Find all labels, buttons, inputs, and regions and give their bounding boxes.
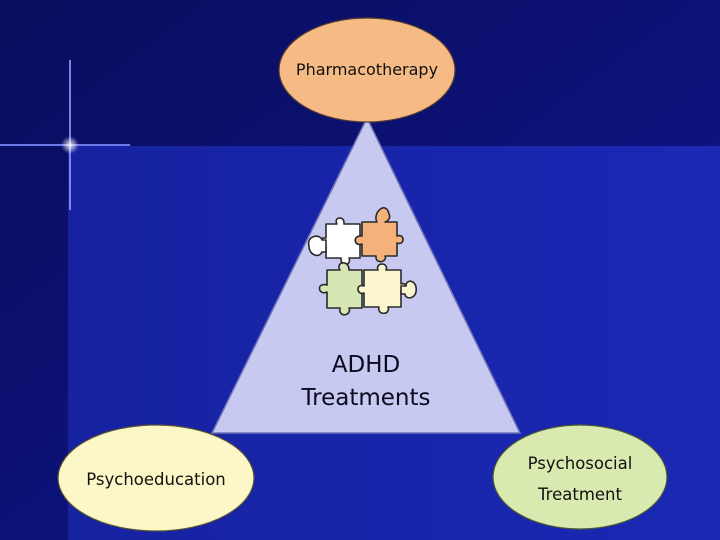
sparkle-decoration — [0, 60, 130, 210]
psychosocial-treatment-label: Psychosocial Treatment — [493, 448, 667, 510]
puzzle-piece-green — [318, 262, 369, 316]
puzzle-pieces-icon — [307, 207, 417, 316]
puzzle-piece-cream — [357, 263, 408, 315]
puzzle-connector — [400, 280, 417, 299]
psychoeducation-node — [57, 424, 255, 532]
pharmacotherapy-label: Pharmacotherapy — [295, 60, 439, 79]
puzzle-connector — [307, 235, 327, 257]
pharmacotherapy-node — [278, 17, 456, 123]
adhd-treatments-text: ADHD Treatments — [301, 352, 431, 411]
puzzle-piece-orange — [354, 207, 404, 263]
psychosocial-treatment-node — [492, 424, 668, 530]
adhd-treatments-label: ADHD Treatments — [262, 349, 470, 415]
psychoeducation-label: Psychoeducation — [86, 470, 226, 489]
psychosocial-treatment-text: Psychosocial Treatment — [527, 454, 633, 504]
